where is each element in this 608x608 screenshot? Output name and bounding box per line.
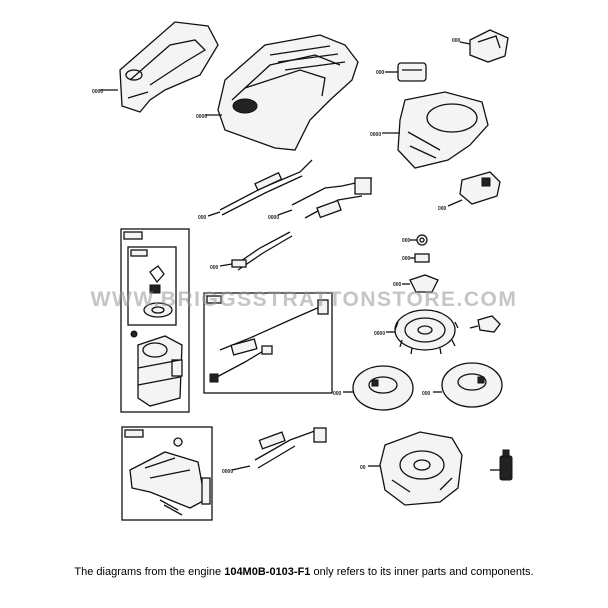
svg-text:000: 000 — [402, 238, 411, 244]
part-ignition-clip — [469, 315, 501, 333]
svg-text:000: 000 — [210, 265, 219, 271]
svg-text:0000: 0000 — [92, 89, 103, 95]
part-flywheel-left: 000 — [333, 365, 414, 411]
inset-governor-bracket — [121, 426, 213, 521]
part-flywheel-fan: 0000 — [374, 309, 459, 355]
svg-text:000: 000 — [333, 391, 342, 397]
part-lower-link: 0000 — [222, 427, 327, 475]
svg-text:000: 000 — [198, 215, 207, 221]
svg-text:00: 00 — [360, 465, 366, 471]
diagram-caption: The diagrams from the engine 104M0B-0103… — [0, 566, 608, 578]
parts-diagram: 0000 0000 000 000 0000 000 — [92, 21, 513, 521]
svg-text:000: 000 — [393, 282, 402, 288]
part-nuts-screws: 000 000 000 — [393, 234, 439, 293]
caption-suffix: only refers to its inner parts and compo… — [310, 566, 534, 578]
part-control-cables: 000 — [198, 159, 313, 221]
svg-text:0000: 0000 — [374, 331, 385, 337]
inset-starter-group — [120, 228, 190, 413]
part-top-bracket: 000 — [452, 29, 509, 63]
part-link-rod: 0000 — [268, 177, 373, 221]
svg-text:000: 000 — [438, 206, 447, 212]
svg-text:000: 000 — [376, 70, 385, 76]
part-air-filter: 000 — [376, 62, 427, 82]
part-crankcase: 00 — [360, 431, 463, 506]
part-oil-bottle — [490, 449, 513, 481]
part-governor-link: 000 — [210, 231, 293, 271]
svg-text:0000: 0000 — [268, 215, 279, 221]
caption-prefix: The diagrams from the engine — [74, 566, 225, 578]
part-blower-housing: 0000 — [196, 34, 359, 151]
part-air-guide: 0000 — [370, 91, 489, 169]
svg-text:000: 000 — [422, 391, 431, 397]
engine-model: 104M0B-0103-F1 — [224, 566, 311, 578]
svg-text:000: 000 — [402, 256, 411, 262]
svg-text:000: 000 — [452, 38, 461, 44]
part-cover-shroud: 0000 — [92, 21, 219, 113]
svg-text:0000: 0000 — [222, 469, 233, 475]
svg-text:0000: 0000 — [370, 132, 381, 138]
part-flywheel-right: 000 — [422, 362, 503, 408]
inset-wiring-harness — [203, 292, 333, 394]
svg-text:0000: 0000 — [196, 114, 207, 120]
part-side-bracket: 000 — [438, 171, 501, 212]
